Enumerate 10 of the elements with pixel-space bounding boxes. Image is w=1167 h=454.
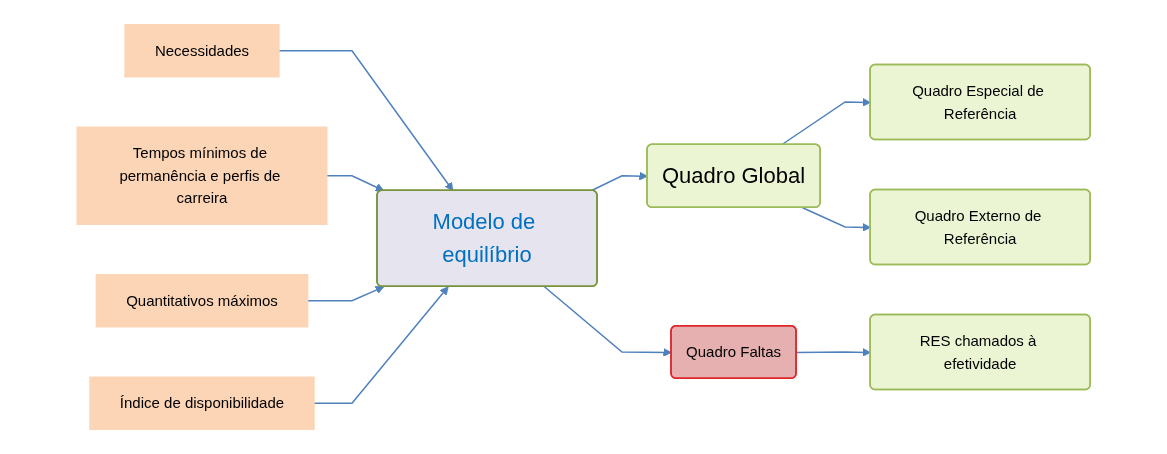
arrow [313, 286, 449, 404]
node-box: Índice de disponibilidade [89, 376, 315, 430]
arrow [326, 175, 385, 192]
node-box: Quantitativos máximos [95, 274, 309, 328]
arrow [278, 50, 454, 192]
node-box: Necessidades [124, 24, 280, 78]
arrow [307, 285, 385, 302]
arrow [780, 97, 871, 146]
node-box: Tempos mínimos de permanência e perfis de carreira [76, 126, 328, 225]
arrow [801, 207, 871, 232]
